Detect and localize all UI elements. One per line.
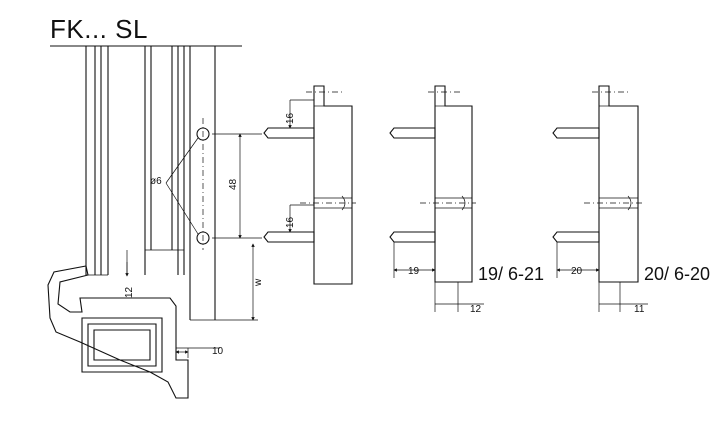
- variant-1-base-label: 12: [470, 304, 482, 315]
- variant-2-base-label: 11: [634, 304, 645, 315]
- variant-1-label: 19/ 6-21: [478, 264, 544, 284]
- offset-16-upper-label: 16: [285, 112, 296, 124]
- offset-16-upper: [288, 99, 314, 129]
- mounting-holes: [165, 118, 210, 250]
- variant-1-depth-label: 19: [408, 266, 420, 277]
- hole-diameter-label: ø6: [150, 176, 162, 187]
- base-10-label: 10: [212, 346, 224, 357]
- hole-spacing-dimension: [212, 133, 262, 239]
- drawing-title: FK... SL: [50, 14, 148, 44]
- bracket-side-view-2: [389, 85, 484, 312]
- hole-spacing-label: 48: [228, 178, 239, 190]
- offset-16-lower: [288, 204, 314, 233]
- cross-section: [47, 265, 220, 399]
- bracket-side-view-3: [552, 85, 648, 312]
- bracket-side-view-1: [263, 85, 356, 285]
- offset-16-lower-label: 16: [285, 216, 296, 228]
- variant-2-label: 20/ 6-20: [644, 264, 710, 284]
- variant-2-depth-label: 20: [571, 266, 583, 277]
- gap-w-dimension: [215, 243, 258, 321]
- gap-w-label: w: [253, 278, 264, 287]
- base-12-label: 12: [124, 286, 135, 298]
- rail-profile: [50, 45, 242, 321]
